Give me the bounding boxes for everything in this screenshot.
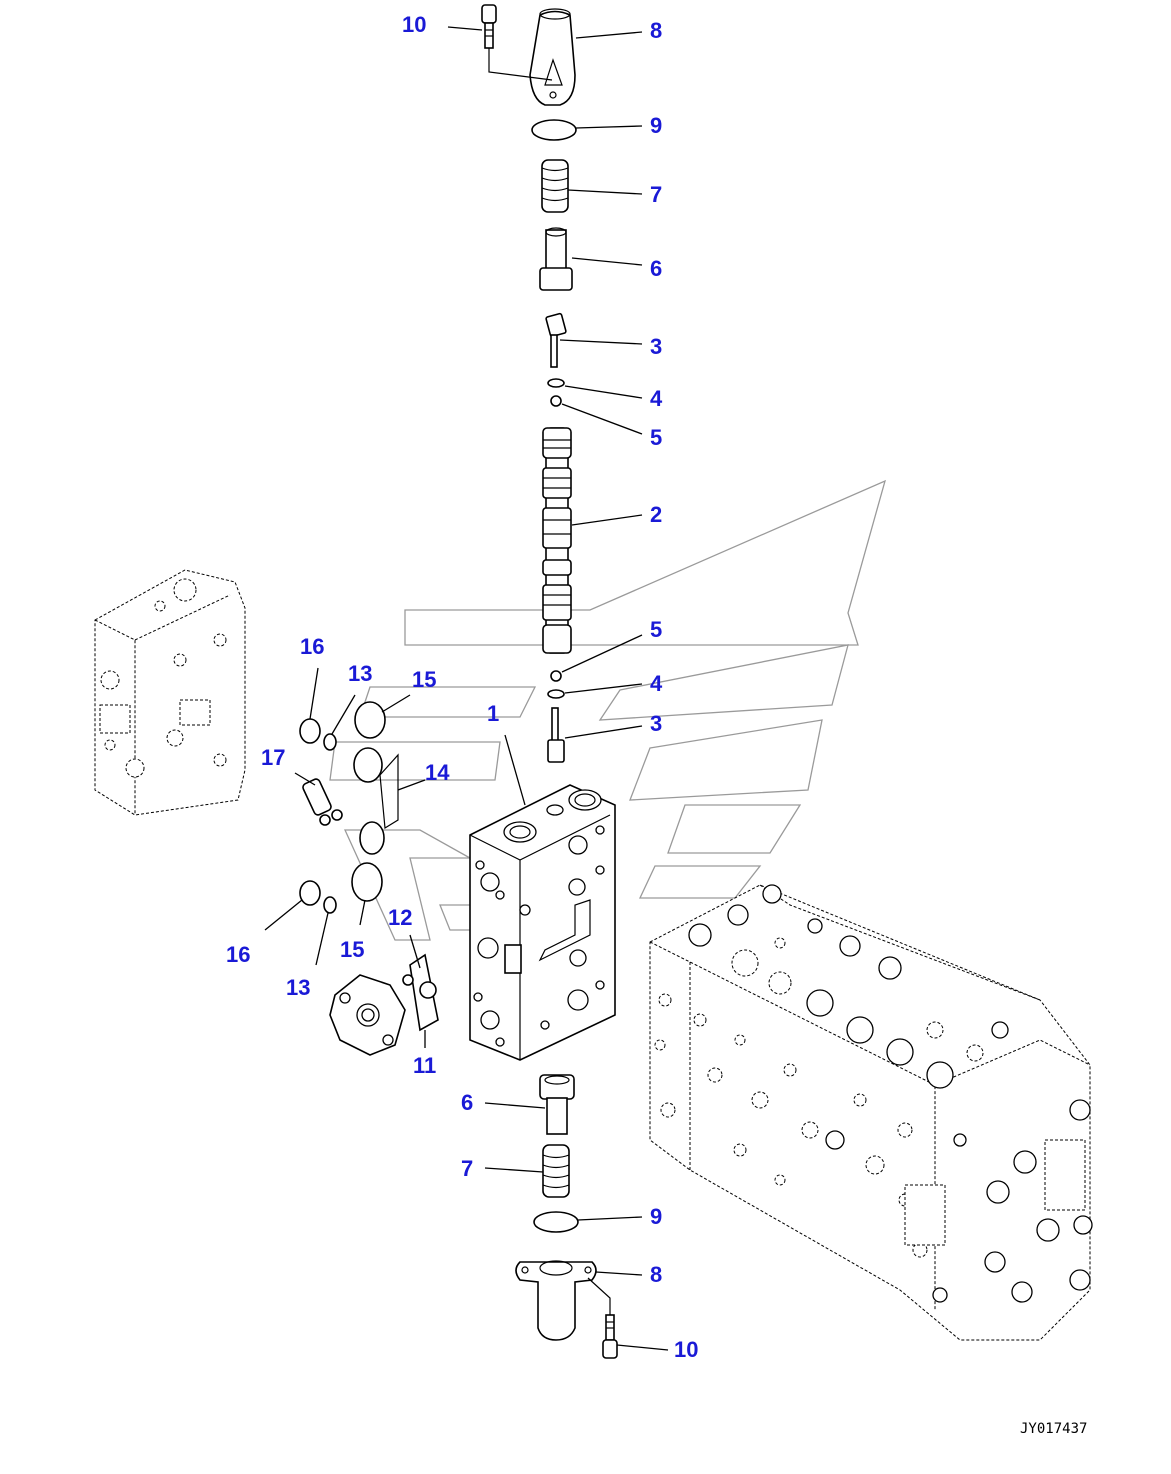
ghost-flange [329,974,406,1056]
callout-16-bottom: 16 [226,942,250,967]
callout-6-top: 6 [650,256,662,281]
cap-part-8-top [529,8,576,106]
oring-part-9-bottom [533,1211,579,1233]
callout-15-bottom: 15 [340,937,364,962]
callout-2: 2 [650,502,662,527]
callout-8-bottom: 8 [650,1262,662,1287]
spool-part-2 [542,427,572,654]
drawing-id: JY017437 [1020,1421,1087,1437]
callout-16-top: 16 [300,634,324,659]
oring-part-15-bottom [351,862,383,902]
ring-part-16-top [299,718,321,744]
ring-part-4-top [547,378,565,388]
callout-3-mid: 3 [650,711,662,736]
callout-6-bottom: 6 [461,1090,473,1115]
plug-part-17 [302,778,343,826]
retainer-part-6-bottom [539,1074,575,1135]
callout-7-bottom: 7 [461,1156,473,1181]
callout-14: 14 [425,760,450,785]
plate-part-11 [409,953,439,1032]
callout-10-top: 10 [402,12,426,37]
plate-part-14 [379,753,399,830]
ball-part-5-mid [550,670,562,682]
oring-part-9-top [531,119,577,141]
oring-part-15-top-a [354,701,386,739]
callout-12: 12 [388,905,412,930]
callout-3-top: 3 [650,334,662,359]
oring-part-15-mid [359,821,385,855]
pin-part-3-top [545,312,567,368]
cap-part-8-bottom [515,1260,597,1341]
callout-1: 1 [487,701,499,726]
callout-5-mid: 5 [650,617,662,642]
callout-5-top: 5 [650,425,662,450]
callout-4-top: 4 [650,386,663,411]
callout-15-top: 15 [412,667,436,692]
callout-7-top: 7 [650,182,662,207]
ball-part-5-top [550,395,562,407]
callout-9-bottom: 9 [650,1204,662,1229]
spring-part-7-top [541,159,569,213]
pin-part-3-mid [547,707,565,763]
ghost-housing-right [649,884,1093,1341]
bolt-part-10-bottom [587,1277,618,1359]
ghost-housing-left [94,569,246,816]
callout-13-top: 13 [348,661,372,686]
oring-part-12 [402,974,414,986]
callout-4-mid: 4 [650,671,663,696]
oring-part-13-bottom [323,896,337,914]
callout-9-top: 9 [650,113,662,138]
callout-13-bottom: 13 [286,975,310,1000]
retainer-part-6-top [539,227,573,291]
spring-part-7-bottom [542,1144,570,1198]
bolt-part-10-top [481,4,553,81]
callout-10-bottom: 10 [674,1337,698,1362]
oring-part-15-top-b [353,747,383,783]
ring-part-4-mid [547,689,565,699]
callout-8-top: 8 [650,18,662,43]
callout-11: 11 [413,1053,436,1078]
ring-part-16-bottom [299,880,321,906]
callouts: 10 8 9 7 6 3 4 5 2 5 4 3 1 16 13 15 17 1… [226,12,698,1362]
oring-part-13-top [323,733,337,751]
callout-17: 17 [261,745,285,770]
leader-lines [264,26,669,1351]
valve-block-part-1 [469,784,616,1061]
